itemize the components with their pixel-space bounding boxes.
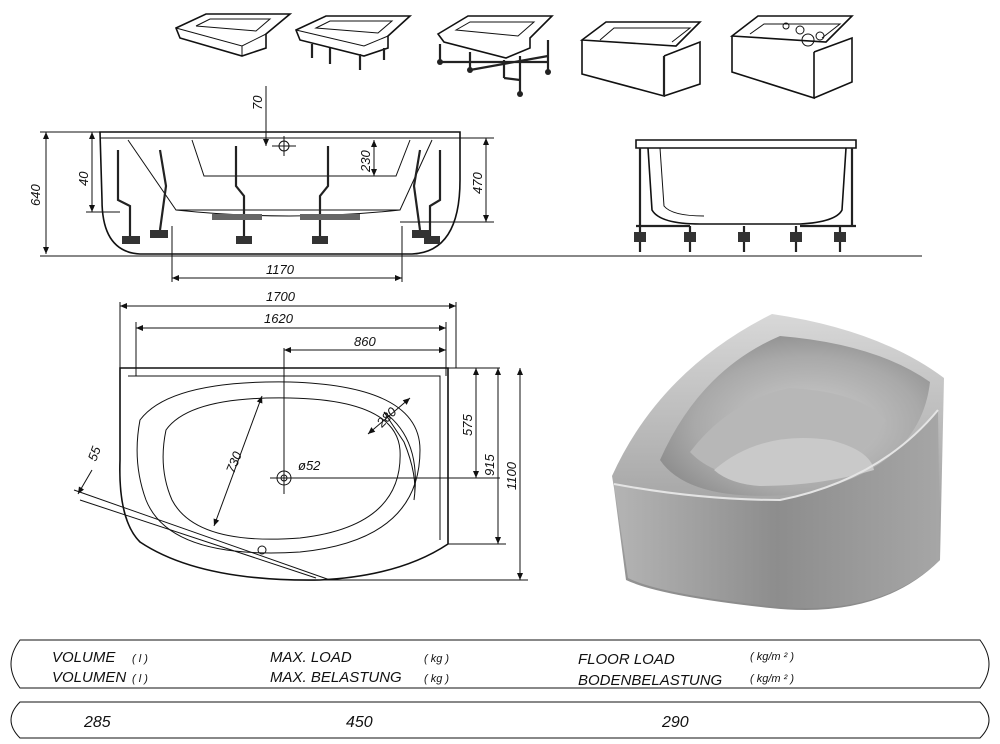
- thumbnail-plain-tub: [174, 13, 293, 57]
- unit-floor-2: ( kg/m ² ): [750, 673, 794, 685]
- dim-230: 230: [358, 150, 373, 173]
- dim-52: ø52: [298, 458, 321, 473]
- dim-40: 40: [76, 171, 91, 186]
- dim-860: 860: [354, 334, 376, 349]
- label-floor-en: FLOOR LOAD: [578, 651, 675, 668]
- dim-1170: 1170: [266, 262, 295, 277]
- front-elevation-view: 70 640 40 230 470 1170: [28, 86, 922, 282]
- dim-575: 575: [460, 414, 475, 436]
- dim-1100: 1100: [504, 461, 519, 490]
- unit-load-2: ( kg ): [424, 673, 449, 685]
- bathtub-3d-render: [612, 314, 944, 610]
- unit-load-1: ( kg ): [424, 653, 449, 665]
- side-elevation-view: [634, 139, 857, 252]
- label-load-en: MAX. LOAD: [270, 649, 352, 666]
- installation-thumbnails: [174, 13, 854, 100]
- dim-470: 470: [470, 172, 485, 194]
- dim-55: 55: [85, 444, 104, 463]
- unit-volume-1: ( l ): [132, 653, 148, 665]
- thumbnail-tub-panel-hydro: [729, 15, 854, 100]
- dim-1620: 1620: [264, 311, 294, 326]
- value-volume: 285: [83, 714, 111, 731]
- dim-730: 730: [223, 449, 245, 475]
- label-volume-en: VOLUME: [52, 649, 116, 666]
- dim-70: 70: [250, 95, 265, 110]
- label-load-de: MAX. BELASTUNG: [270, 669, 402, 686]
- unit-floor-1: ( kg/m ² ): [750, 651, 794, 663]
- dim-640: 640: [28, 184, 43, 206]
- thumbnail-tub-feet: [294, 15, 413, 70]
- plan-view: 1700 1620 860 575 915 1100 730 280 ø52 5…: [73, 289, 528, 581]
- thumbnail-tub-frame: [436, 15, 554, 97]
- unit-volume-2: ( l ): [132, 673, 148, 685]
- thumbnail-tub-panel: [579, 21, 702, 98]
- dim-915: 915: [482, 454, 497, 476]
- value-load: 450: [346, 714, 373, 731]
- spec-table: VOLUME VOLUMEN ( l ) ( l ) MAX. LOAD MAX…: [10, 639, 990, 739]
- dim-1700: 1700: [266, 289, 296, 304]
- label-floor-de: BODENBELASTUNG: [578, 672, 723, 689]
- value-floor: 290: [661, 714, 689, 731]
- label-volume-de: VOLUMEN: [52, 669, 126, 686]
